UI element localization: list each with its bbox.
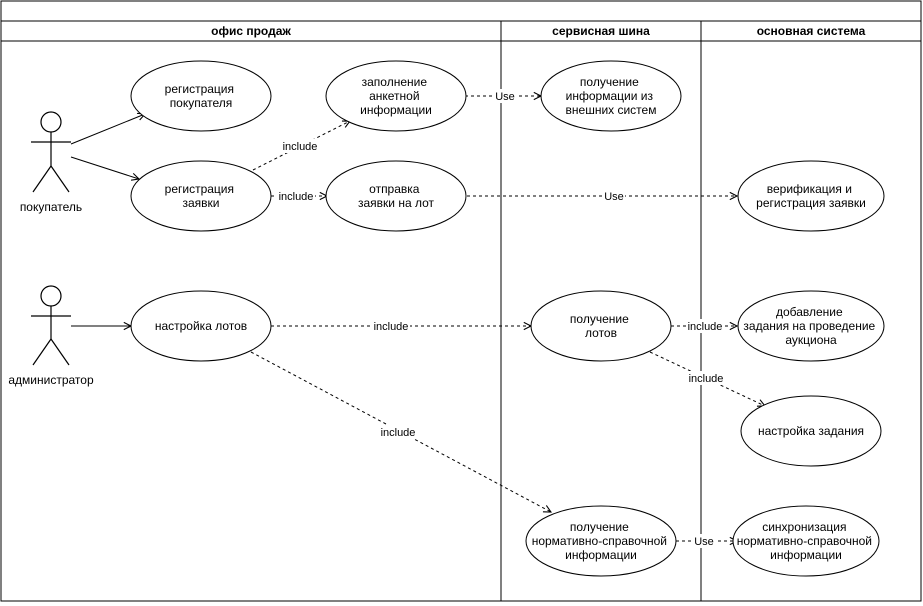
- use-case-get-lots-label: получение лотов: [570, 312, 632, 340]
- use-case-sync-reference[interactable]: [732, 505, 880, 577]
- use-case-verification-label: верификация и регистрация заявки: [756, 182, 866, 210]
- use-case-request-registration[interactable]: [130, 160, 272, 232]
- lane-title-service-bus: сервисная шина: [552, 24, 650, 38]
- actor-buyer-right-leg: [50, 165, 70, 193]
- actor-buyer-left-leg: [32, 165, 52, 193]
- use-cases: [130, 60, 885, 577]
- edge-label-include-add-task: include: [688, 321, 723, 333]
- use-case-external-info-label: получение информации из внешних систем: [566, 75, 657, 117]
- edge-label-include-send-request: include: [279, 191, 314, 203]
- use-case-buyer-registration[interactable]: [130, 60, 272, 132]
- edge-labels: include include Use Use include include …: [277, 89, 725, 548]
- actor-administrator-label: администратор: [8, 373, 94, 387]
- edge-label-include-task-setup: include: [689, 373, 724, 385]
- use-case-get-lots[interactable]: [530, 290, 672, 362]
- edge-label-use-external-info: Use: [495, 91, 515, 103]
- lane-title-main-system: основная система: [757, 24, 866, 38]
- use-case-send-request-label: отправка заявки на лот: [358, 182, 435, 210]
- use-case-request-registration-label: регистрация заявки: [165, 182, 238, 210]
- use-case-get-reference-label: получение нормативно-справочной информац…: [532, 520, 671, 562]
- use-case-sync-reference-label: синхронизация нормативно-справочной инфо…: [737, 520, 876, 562]
- edge-label-include-get-reference: include: [381, 427, 416, 439]
- actor-buyer: [31, 111, 71, 193]
- edge-label-use-sync-reference: Use: [694, 536, 714, 548]
- use-case-lot-setup-label: настройка лотов: [155, 319, 247, 333]
- use-case-add-task-label: добавление задания на проведение аукцион…: [743, 305, 878, 347]
- edge-buyer-to-buyer-registration: [70, 114, 145, 145]
- edge-label-include-get-lots: include: [374, 321, 409, 333]
- use-case-lot-setup[interactable]: [130, 290, 272, 362]
- actor-administrator-right-leg: [50, 338, 70, 366]
- edge-label-include-questionnaire: include: [283, 141, 318, 153]
- use-case-send-request[interactable]: [325, 160, 467, 232]
- use-case-add-task[interactable]: [737, 290, 885, 362]
- use-case-questionnaire[interactable]: [325, 60, 467, 132]
- use-case-verification[interactable]: [737, 160, 885, 232]
- edge-label-use-verification: Use: [604, 191, 624, 203]
- use-case-task-setup-label: настройка задания: [758, 424, 864, 438]
- use-case-external-info[interactable]: [540, 60, 682, 132]
- use-case-task-setup[interactable]: [740, 395, 882, 467]
- actor-buyer-label: покупатель: [20, 200, 82, 214]
- actor-administrator: [31, 285, 71, 366]
- use-case-questionnaire-label: заполнение анкетной информации: [360, 75, 432, 117]
- edge-buyer-to-request-registration: [70, 156, 139, 179]
- actor-administrator-left-leg: [32, 338, 52, 366]
- use-case-labels: регистрация покупателя регистрация заявк…: [155, 75, 878, 562]
- use-case-get-reference[interactable]: [525, 505, 677, 577]
- use-case-buyer-registration-label: регистрация покупателя: [165, 82, 238, 110]
- lane-title-sales-office: офис продаж: [211, 24, 291, 38]
